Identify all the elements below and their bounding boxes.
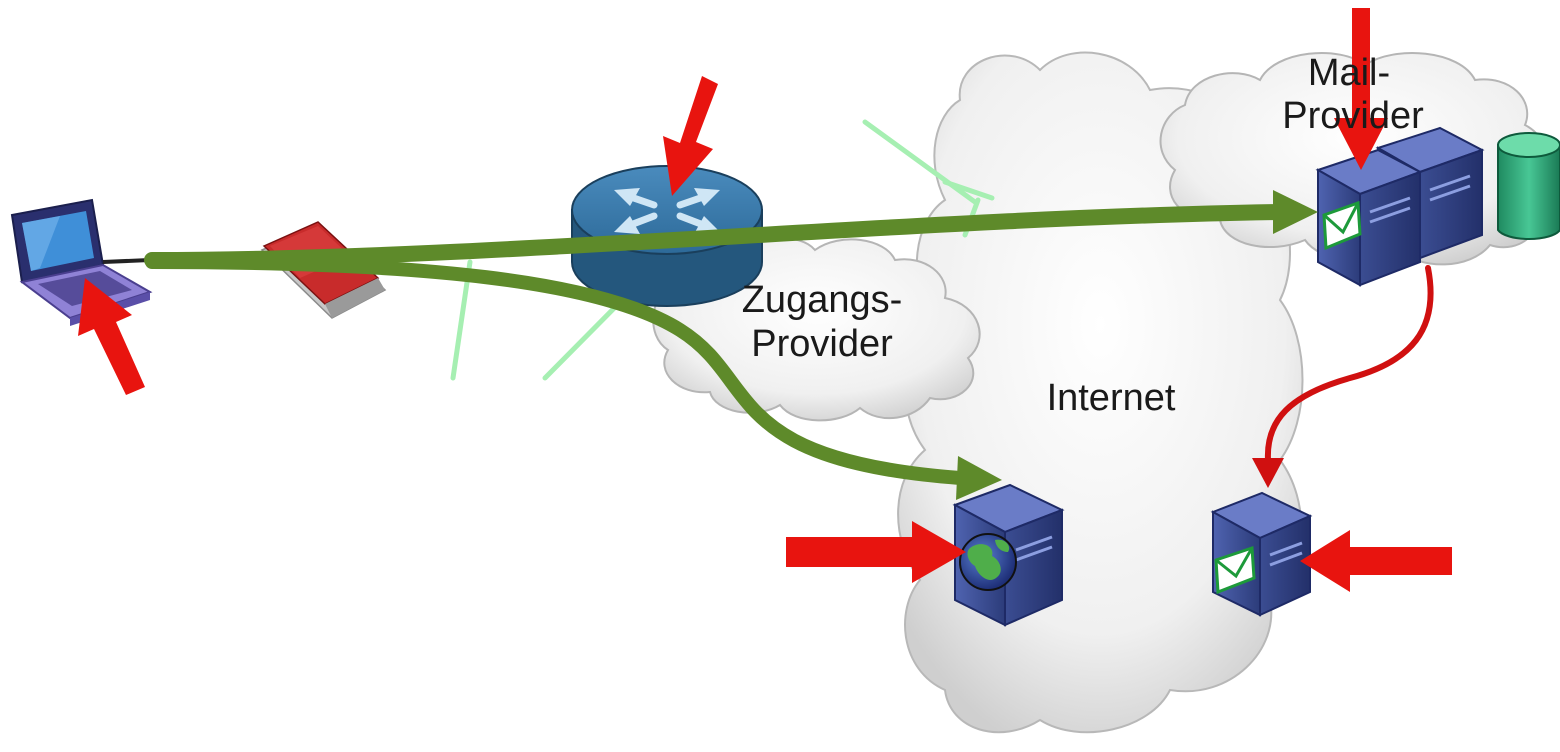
envelope-icon	[1322, 200, 1362, 251]
arrowhead-web-server	[956, 456, 1002, 500]
pointer-arrow-router	[663, 76, 718, 196]
mail-provider-label-line2: Provider	[1282, 95, 1424, 137]
web-server-icon	[952, 483, 1065, 627]
pointer-arrow-web-server	[786, 521, 966, 583]
pointer-arrow-recipient-server	[1300, 530, 1452, 592]
connection-paths	[144, 204, 1288, 485]
mail-forward-arrow	[1252, 265, 1434, 488]
access-provider-label-line1: Zugangs-	[742, 279, 903, 321]
internet-label: Internet	[1047, 377, 1176, 419]
pointer-arrow-laptop	[78, 278, 145, 395]
access-provider-label-line2: Provider	[751, 323, 893, 365]
path-to-web-server	[145, 255, 967, 485]
database-icon	[1497, 132, 1560, 241]
path-to-mail-provider	[144, 204, 1288, 268]
path-arrowheads	[956, 190, 1318, 500]
recipient-mail-server-icon	[1210, 491, 1313, 617]
pointer-arrow-mail-provider	[1334, 8, 1388, 170]
mail-provider-server-front	[1315, 148, 1423, 287]
envelope-icon	[1214, 545, 1256, 595]
arrowhead-mail-provider	[1273, 190, 1318, 234]
globe-icon	[959, 533, 1017, 591]
laptop-icon	[10, 198, 153, 326]
pointer-arrows	[78, 8, 1452, 592]
mail-provider-label-line1: Mail-	[1308, 52, 1390, 94]
